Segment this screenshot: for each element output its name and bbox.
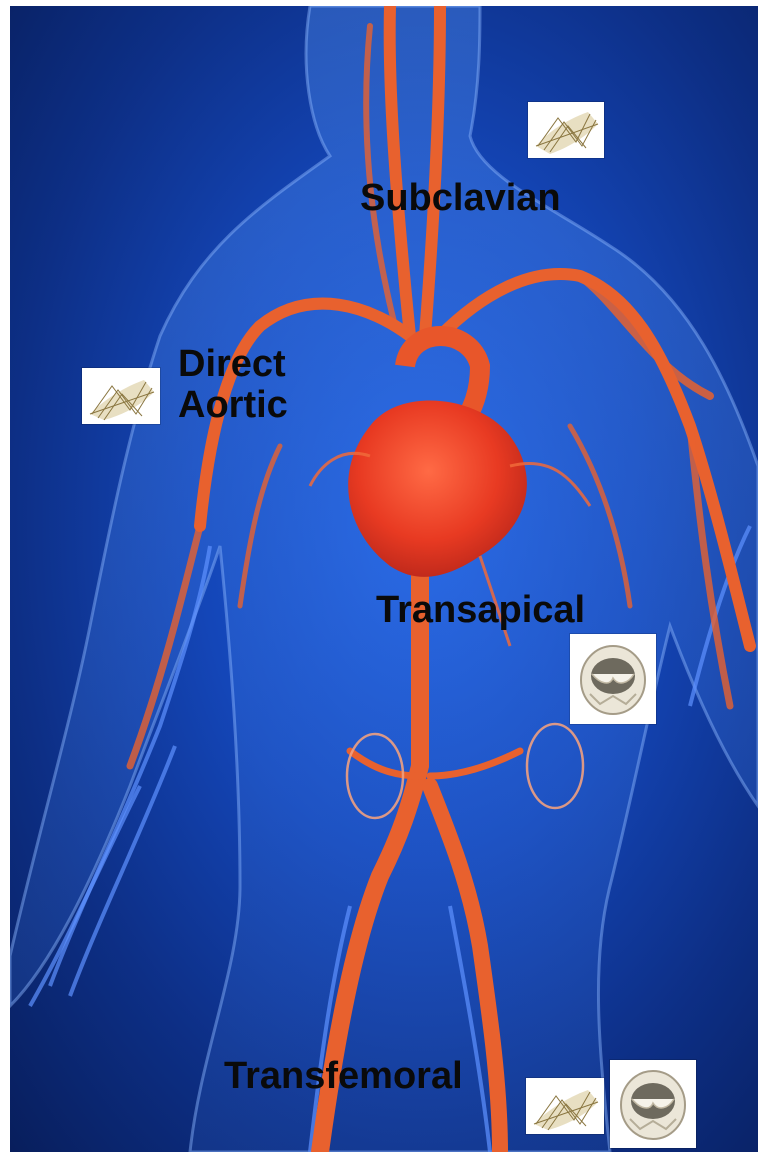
tissue-valve-icon (610, 1060, 696, 1148)
label-direct-aortic: Direct Aortic (178, 344, 288, 426)
label-transfemoral-text: Transfemoral (224, 1056, 463, 1097)
label-direct-aortic-line1: Direct (178, 344, 288, 385)
label-subclavian: Subclavian (360, 178, 561, 219)
label-transapical-text: Transapical (376, 590, 585, 631)
tissue-valve-icon (570, 634, 656, 724)
stent-valve-icon (82, 368, 160, 424)
stent-valve-icon (528, 102, 604, 158)
label-transapical: Transapical (376, 590, 585, 631)
stent-valve-icon (526, 1078, 604, 1134)
anatomy-diagram: Subclavian Direct Aortic Transapical Tra… (10, 6, 758, 1152)
label-direct-aortic-line2: Aortic (178, 385, 288, 426)
label-transfemoral: Transfemoral (224, 1056, 463, 1097)
label-subclavian-text: Subclavian (360, 178, 561, 219)
